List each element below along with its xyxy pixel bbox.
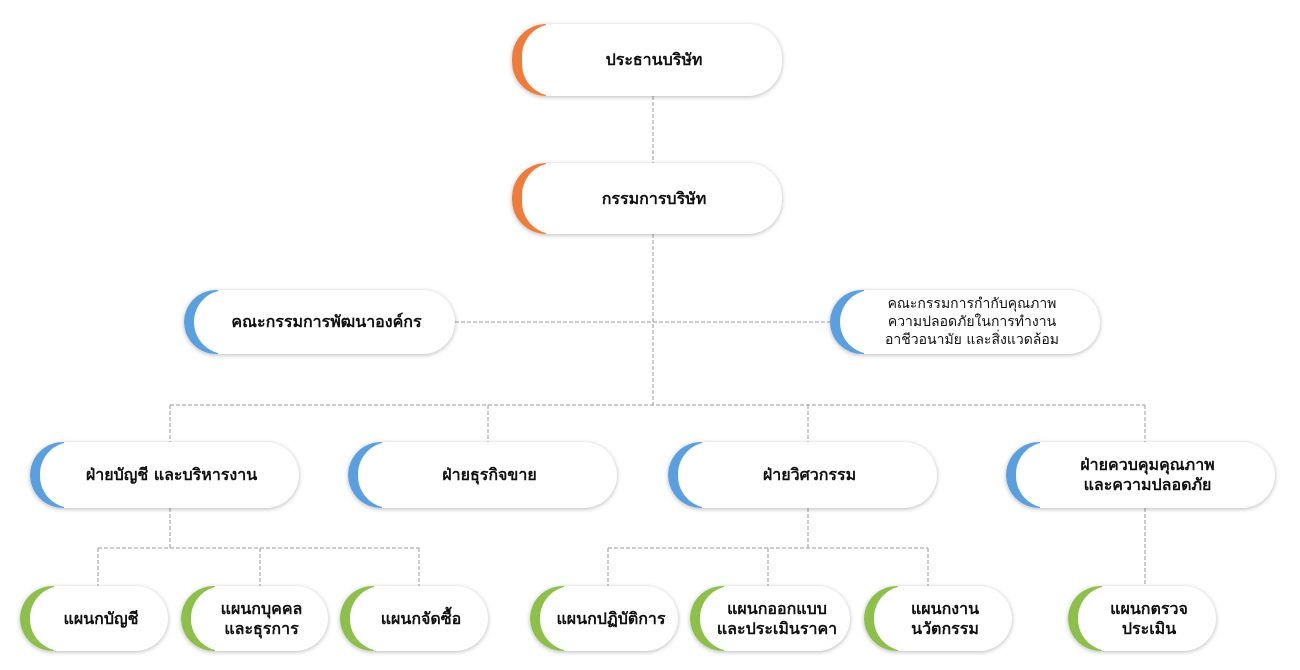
node-president: ประธานบริษัท — [512, 24, 782, 96]
node-innovation-section-label: แผนกงาน นวัตกรรม — [911, 599, 979, 639]
node-safety-committee-line-2: ความปลอดภัยในการทำงาน — [887, 314, 1057, 330]
node-operations-section-label: แผนกปฏิบัติการ — [556, 608, 666, 628]
node-design-section-label: แผนกออกแบบ และประเมินราคา — [717, 599, 837, 639]
node-design-section-line-2: และประเมินราคา — [716, 618, 838, 638]
node-inspection-section-label: แผนกตรวจ ประเมิน — [1110, 599, 1188, 639]
node-innovation-section-line-1: แผนกงาน — [910, 598, 980, 618]
node-inspection-section-line-1: แผนกตรวจ — [1110, 598, 1188, 618]
node-org-dev-committee: คณะกรรมการพัฒนาองค์กร — [184, 290, 455, 354]
node-accounting-section-label: แผนกบัญชี — [63, 608, 139, 628]
node-qc-safety-dept-line-2: และความปลอดภัย — [1083, 475, 1212, 494]
node-design-section-line-1: แผนกออกแบบ — [727, 598, 827, 618]
node-qc-safety-dept: ฝ่ายควบคุมคุณภาพ และความปลอดภัย — [1006, 442, 1275, 508]
node-engineering-dept-label: ฝ่ายวิศวกรรม — [762, 465, 857, 484]
node-qc-safety-dept-label: ฝ่ายควบคุมคุณภาพ และความปลอดภัย — [1080, 455, 1214, 495]
node-hr-section: แผนกบุคคล และธุรการ — [181, 586, 328, 651]
node-accounting-section: แผนกบัญชี — [20, 586, 168, 651]
node-org-dev-committee-label: คณะกรรมการพัฒนาองค์กร — [231, 312, 422, 331]
node-board-label: กรรมการบริษัท — [601, 188, 707, 208]
node-safety-committee-label: คณะกรรมการกำกับคุณภาพ ความปลอดภัยในการทำ… — [885, 295, 1059, 349]
node-safety-committee: คณะกรรมการกำกับคุณภาพ ความปลอดภัยในการทำ… — [830, 290, 1100, 354]
node-hr-section-line-2: และธุรการ — [224, 618, 299, 638]
node-purchasing-section-label: แผนกจัดซื้อ — [380, 608, 462, 628]
node-qc-safety-dept-line-1: ฝ่ายควบคุมคุณภาพ — [1080, 455, 1215, 474]
node-accounting-admin-dept-label: ฝ่ายบัญชี และบริหารงาน — [85, 465, 258, 484]
node-inspection-section-line-2: ประเมิน — [1121, 618, 1177, 638]
node-purchasing-section: แผนกจัดซื้อ — [340, 586, 488, 651]
node-safety-committee-line-3: อาชีวอนามัย และสิ่งแวดล้อม — [884, 332, 1060, 348]
node-design-section: แผนกออกแบบ และประเมินราคา — [690, 586, 850, 651]
node-accounting-admin-dept: ฝ่ายบัญชี และบริหารงาน — [30, 442, 299, 508]
node-safety-committee-line-1: คณะกรรมการกำกับคุณภาพ — [887, 296, 1057, 312]
node-hr-section-label: แผนกบุคคล และธุรการ — [221, 599, 303, 639]
node-operations-section: แผนกปฏิบัติการ — [530, 586, 678, 651]
node-innovation-section-line-2: นวัตกรรม — [911, 618, 979, 638]
node-president-label: ประธานบริษัท — [605, 50, 703, 69]
node-innovation-section: แผนกงาน นวัตกรรม — [864, 586, 1012, 651]
node-engineering-dept: ฝ่ายวิศวกรรม — [668, 442, 937, 508]
node-sales-dept: ฝ่ายธุรกิจขาย — [348, 442, 617, 508]
node-board: กรรมการบริษัท — [512, 163, 782, 234]
node-sales-dept-label: ฝ่ายธุรกิจขาย — [442, 465, 537, 484]
node-hr-section-line-1: แผนกบุคคล — [220, 598, 303, 618]
node-inspection-section: แผนกตรวจ ประเมิน — [1068, 586, 1216, 651]
